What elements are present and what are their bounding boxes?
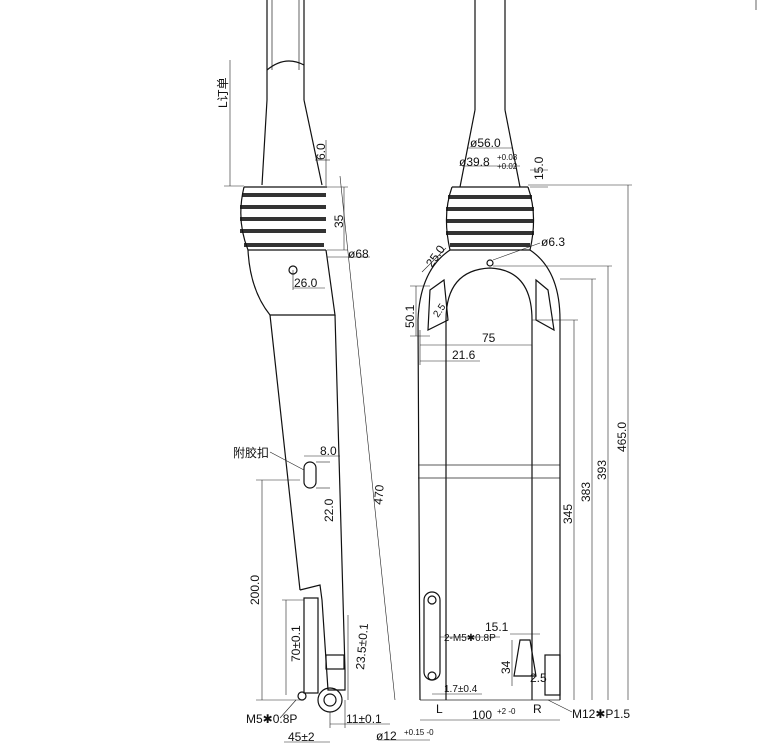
- dim-diameter-68: ø68: [348, 247, 369, 261]
- right-marker: R: [533, 702, 542, 716]
- bolt-spec-label: M5✱0.8P: [246, 712, 297, 726]
- hose-clip-icon: [303, 461, 317, 489]
- dim-diameter-39-8: ø39.8: [459, 155, 490, 169]
- hole-spec-label: 2-M5✱0.8P: [444, 633, 496, 644]
- dim-34: 34: [499, 660, 513, 674]
- dim-diameter-6-3: ø6.3: [541, 235, 565, 249]
- crown-window-right: [535, 278, 555, 332]
- caliper-mount-icon: [423, 591, 441, 681]
- dim-1-7: 1.7±0.4: [444, 684, 478, 695]
- dim-diameter-12: ø12: [376, 729, 397, 743]
- dim-465: 465.0: [615, 422, 629, 452]
- dim-100-tol: +2 -0: [497, 707, 516, 716]
- dim-23-5: 23.5±0.1: [353, 622, 371, 670]
- dim-15-1: 15.1: [485, 620, 509, 634]
- brake-hole-icon: [486, 259, 494, 267]
- dim-21-6: 21.6: [452, 348, 476, 362]
- dim-383: 383: [579, 482, 593, 502]
- dim-8: 8.0: [320, 444, 337, 458]
- dim-12-tol: +0.15 -0: [404, 728, 434, 737]
- dim-15: 15.0: [532, 156, 546, 180]
- dim-6: 6.0: [314, 143, 328, 160]
- dim-50-1: 50.1: [403, 304, 417, 328]
- dim-470: 470: [371, 484, 387, 505]
- dim-75: 75: [482, 331, 496, 345]
- dim-39-8-tol-lo: +0.02: [497, 162, 518, 171]
- thread-spec-label: M12✱P1.5: [572, 707, 630, 721]
- dim-35: 35: [332, 214, 346, 228]
- dim-22: 22.0: [322, 498, 336, 522]
- axle-icon: [317, 687, 343, 713]
- dim-70: 70±0.1: [289, 625, 303, 662]
- dim-diameter-56: ø56.0: [470, 136, 501, 150]
- steerer-length-label: L订单: [216, 77, 230, 108]
- dim-2-5-slot: 2.5: [530, 671, 547, 685]
- side-view: L订单 6.0 35 ø68 26.0 附胶扣 8.0 22.0 470 200…: [216, 0, 396, 744]
- front-view: ø56.0 ø39.8 +0.08 +0.02 15.0 25.0 ø6.3 5…: [376, 0, 632, 743]
- dim-26: 26.0: [294, 276, 318, 290]
- left-marker: L: [436, 702, 443, 716]
- hose-clip-label: 附胶扣: [233, 445, 269, 460]
- dim-345: 345: [561, 504, 575, 524]
- dim-45: 45±2: [288, 730, 315, 744]
- dim-25: 25.0: [423, 242, 448, 269]
- dropout-slot-icon: [513, 639, 537, 677]
- dim-393: 393: [595, 460, 609, 480]
- dim-11: 11±0.1: [346, 712, 382, 726]
- dim-100: 100: [472, 708, 492, 722]
- dim-200: 200.0: [248, 575, 262, 605]
- dim-39-8-tol-hi: +0.08: [497, 153, 518, 162]
- crown-window-left: [427, 278, 449, 331]
